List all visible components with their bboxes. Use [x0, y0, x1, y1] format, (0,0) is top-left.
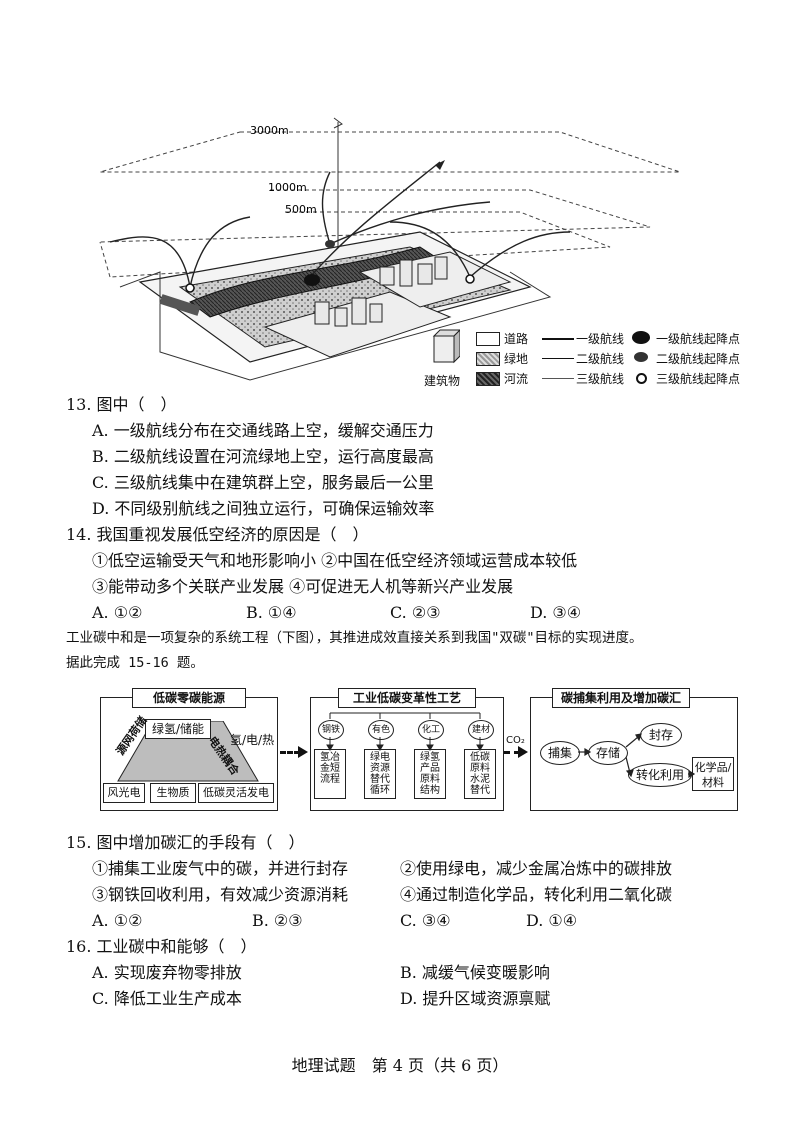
capture-arrows	[578, 733, 696, 779]
box-process-title: 工业低碳变革性工艺	[338, 688, 476, 708]
q14-option-c: C. ②③	[390, 603, 441, 622]
energy-biomass: 生物质	[150, 783, 196, 803]
legend-road-label: 道路	[504, 332, 529, 346]
legend-dot1-swatch	[632, 331, 650, 344]
legend-line3-swatch	[542, 378, 574, 379]
legend-line3-label: 三级航线	[576, 372, 625, 386]
carbon-system-diagram: 低碳零碳能源 绿氢/储能 源网荷储 电热耦合 风光电 生物质 低碳灵活发电 氢/…	[100, 685, 740, 820]
box-energy-title: 低碳零碳能源	[132, 688, 246, 708]
process-circle-nonferrous: 有色	[368, 720, 394, 740]
legend-dot3-label: 三级航线起降点	[656, 372, 741, 386]
legend-line2-label: 二级航线	[576, 352, 625, 366]
intro-line2: 据此完成 15-16 题。	[66, 655, 204, 671]
q13-stem: 13. 图中（ ）	[66, 395, 177, 414]
energy-green-hydrogen: 绿氢/储能	[145, 719, 211, 739]
process-down-arrows	[326, 737, 484, 751]
q16-option-c: C. 降低工业生产成本	[92, 989, 242, 1008]
process-circle-chemical: 化工	[418, 720, 444, 740]
airspace-diagram: 3000m 1000m 500m	[99, 117, 681, 381]
q14-items-line2: ③能带动多个关联产业发展 ④可促进无人机等新兴产业发展	[92, 577, 514, 596]
altitude-1000: 1000m	[268, 181, 307, 194]
q13-option-c: C. 三级航线集中在建筑群上空，服务最后一公里	[92, 473, 434, 492]
legend-green-swatch	[476, 352, 500, 366]
capture-product: 化学品/材料	[692, 757, 734, 791]
q16-stem: 16. 工业碳中和能够（ ）	[66, 937, 257, 956]
arrow-co2-label: CO₂	[506, 735, 525, 746]
arrow-co2-head	[518, 746, 528, 758]
legend-line1-label: 一级航线	[576, 332, 625, 346]
energy-flexible-power: 低碳灵活发电	[198, 783, 274, 803]
legend-road-swatch	[476, 332, 500, 346]
legend-line1-swatch	[542, 338, 574, 340]
q16-option-a: A. 实现废弃物零排放	[92, 963, 242, 982]
legend-dot1-label: 一级航线起降点	[656, 332, 741, 346]
q15-option-b: B. ②③	[252, 911, 303, 930]
process-circle-building: 建材	[468, 720, 494, 740]
process-col-building: 低碳原料水泥替代	[464, 749, 496, 799]
q16-option-b: B. 减缓气候变暖影响	[400, 963, 550, 982]
q15-item-3: ③钢铁回收利用，有效减少资源消耗	[92, 885, 349, 904]
box-capture-title: 碳捕集利用及增加碳汇	[552, 688, 690, 708]
q14-option-b: B. ①④	[246, 603, 297, 622]
q15-option-a: A. ①②	[92, 911, 143, 930]
q15-item-1: ①捕集工业废气中的碳，并进行封存	[92, 859, 349, 878]
process-connectors	[329, 712, 481, 719]
q13-option-b: B. 二级航线设置在河流绿地上空，运行高度最高	[92, 447, 434, 466]
page-footer: 地理试题 第 4 页（共 6 页）	[291, 1056, 509, 1075]
altitude-500: 500m	[285, 203, 317, 216]
arrow-energy-label: 氢/电/热	[230, 733, 275, 747]
legend-building-swatch	[432, 329, 460, 364]
q15-option-c: C. ③④	[400, 911, 451, 930]
process-col-nonferrous: 绿电资源替代循环	[364, 749, 396, 799]
process-circle-steel: 钢铁	[318, 720, 344, 740]
q14-items-line1: ①低空运输受天气和地形影响小 ②中国在低空经济领域运营成本较低	[92, 551, 578, 570]
legend-dot2-label: 二级航线起降点	[656, 352, 741, 366]
legend-dot2-swatch	[634, 352, 648, 362]
arrow-energy-to-process	[280, 751, 300, 754]
capture-node-collect: 捕集	[540, 741, 580, 765]
intro-line1: 工业碳中和是一项复杂的系统工程（下图），其推进成效直接关系到我国"双碳"目标的实…	[66, 630, 643, 646]
q15-stem: 15. 图中增加碳汇的手段有（ ）	[66, 833, 305, 852]
legend-building-label: 建筑物	[424, 374, 461, 388]
q16-option-d: D. 提升区域资源禀赋	[400, 989, 551, 1008]
q14-stem: 14. 我国重视发展低空经济的原因是（ ）	[66, 525, 369, 544]
q13-option-d: D. 不同级别航线之间独立运行，可确保运输效率	[92, 499, 435, 518]
q13-option-a: A. 一级航线分布在交通线路上空，缓解交通压力	[92, 421, 434, 440]
process-col-steel: 氢冶金短流程	[314, 749, 346, 799]
energy-wind-solar: 风光电	[103, 783, 145, 803]
process-col-chemical: 绿氢产品原料结构	[414, 749, 446, 799]
legend-green-label: 绿地	[504, 352, 529, 366]
q14-option-a: A. ①②	[92, 603, 143, 622]
legend-line2-swatch	[542, 358, 574, 359]
legend: 道路 一级航线 一级航线起降点 绿地 二级航线 二级航线起降点 建筑物 河流 三…	[424, 328, 770, 388]
legend-river-label: 河流	[504, 372, 529, 386]
arrow-process-to-capture	[504, 751, 520, 754]
q15-item-4: ④通过制造化学品，转化利用二氧化碳	[400, 885, 673, 904]
arrow-energy-head	[298, 746, 308, 758]
altitude-3000: 3000m	[250, 124, 289, 137]
q15-item-2: ②使用绿电，减少金属冶炼中的碳排放	[400, 859, 673, 878]
legend-dot3-swatch	[636, 373, 647, 384]
legend-river-swatch	[476, 372, 500, 386]
q15-option-d: D. ①④	[526, 911, 578, 930]
q14-option-d: D. ③④	[530, 603, 582, 622]
